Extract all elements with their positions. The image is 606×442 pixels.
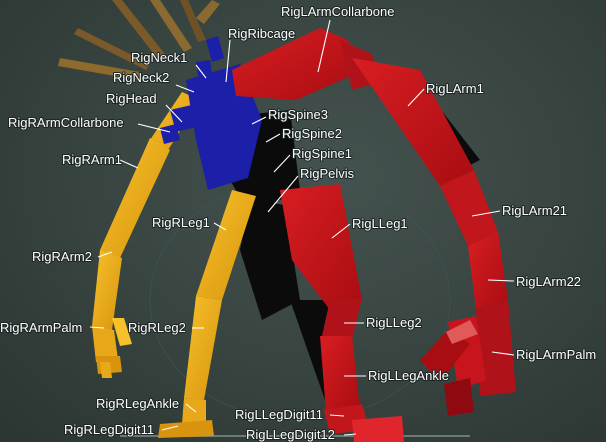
background-fingers [58, 0, 220, 80]
label-rig-l-leg2[interactable]: RigLLeg2 [366, 315, 422, 330]
label-rig-r-leg-ankle[interactable]: RigRLegAnkle [96, 396, 179, 411]
label-rig-r-leg-digit11[interactable]: RigRLegDigit11 [64, 422, 154, 437]
label-rig-pelvis[interactable]: RigPelvis [300, 166, 355, 181]
label-rig-l-leg1[interactable]: RigLLeg1 [352, 216, 408, 231]
label-rig-r-arm-palm[interactable]: RigRArmPalm [0, 320, 82, 335]
label-rig-l-leg-ankle[interactable]: RigLLegAnkle [368, 368, 449, 383]
label-rig-head[interactable]: RigHead [106, 91, 157, 106]
label-rig-l-leg-digit12[interactable]: RigLLegDigit12 [246, 427, 335, 442]
label-rig-neck1[interactable]: RigNeck1 [131, 50, 187, 65]
label-rig-l-arm-palm[interactable]: RigLArmPalm [516, 347, 596, 362]
label-rig-spine3[interactable]: RigSpine3 [268, 107, 328, 122]
label-rig-r-leg2[interactable]: RigRLeg2 [128, 320, 186, 335]
label-rig-l-arm22[interactable]: RigLArm22 [516, 274, 581, 289]
label-rig-r-arm-collarbone[interactable]: RigRArmCollarbone [8, 115, 124, 130]
label-rig-l-leg-digit11[interactable]: RigLLegDigit11 [235, 407, 323, 422]
label-rig-spine1[interactable]: RigSpine1 [292, 146, 352, 161]
label-rig-neck2[interactable]: RigNeck2 [113, 70, 169, 85]
label-rig-l-arm1[interactable]: RigLArm1 [426, 81, 484, 96]
label-rig-ribcage[interactable]: RigRibcage [228, 26, 295, 41]
right-arm-mesh [92, 92, 200, 378]
label-rig-r-arm2[interactable]: RigRArm2 [32, 249, 92, 264]
label-rig-r-leg1[interactable]: RigRLeg1 [152, 215, 210, 230]
label-rig-l-arm21[interactable]: RigLArm21 [502, 203, 567, 218]
label-rig-l-arm-collarbone[interactable]: RigLArmCollarbone [281, 4, 394, 19]
label-rig-r-arm1[interactable]: RigRArm1 [62, 152, 122, 167]
label-rig-spine2[interactable]: RigSpine2 [282, 126, 342, 141]
